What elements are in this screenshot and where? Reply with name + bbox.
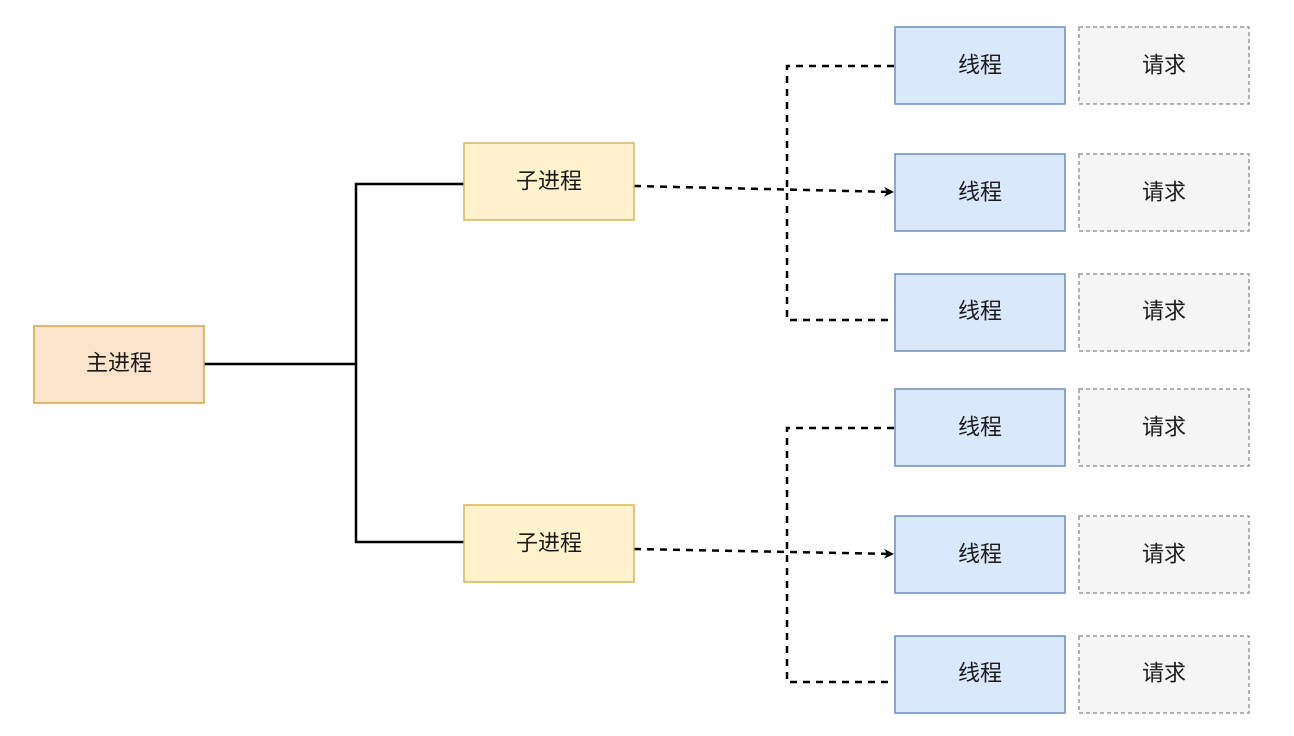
request-node-3: 请求 (1078, 273, 1250, 352)
child-process-label: 子进程 (516, 532, 582, 557)
thread-label: 线程 (958, 662, 1002, 687)
thread-node-4: 线程 (894, 388, 1066, 467)
child-process-node-1: 子进程 (463, 142, 635, 221)
thread-node-6: 线程 (894, 635, 1066, 714)
request-label: 请求 (1142, 181, 1186, 206)
thread-label: 线程 (958, 300, 1002, 325)
child2-to-thread-arrow (633, 547, 894, 559)
thread-node-5: 线程 (894, 515, 1066, 594)
thread-label: 线程 (958, 54, 1002, 79)
request-node-4: 请求 (1078, 388, 1250, 467)
thread-node-1: 线程 (894, 26, 1066, 105)
request-label: 请求 (1142, 543, 1186, 568)
request-label: 请求 (1142, 54, 1186, 79)
request-label: 请求 (1142, 416, 1186, 441)
child-process-node-2: 子进程 (463, 504, 635, 583)
thread-label: 线程 (958, 416, 1002, 441)
main-to-child-connector-2 (354, 364, 464, 544)
child-process-label: 子进程 (516, 170, 582, 195)
request-node-5: 请求 (1078, 515, 1250, 594)
group1-thread-bracket (785, 64, 894, 322)
request-label: 请求 (1142, 300, 1186, 325)
thread-label: 线程 (958, 543, 1002, 568)
thread-node-2: 线程 (894, 153, 1066, 232)
thread-label: 线程 (958, 181, 1002, 206)
main-process-label: 主进程 (86, 352, 152, 377)
child1-to-thread-arrow (633, 184, 894, 197)
group2-thread-bracket (785, 426, 894, 684)
request-node-2: 请求 (1078, 153, 1250, 232)
request-label: 请求 (1142, 662, 1186, 687)
thread-node-3: 线程 (894, 273, 1066, 352)
request-node-6: 请求 (1078, 635, 1250, 714)
main-to-child-connector-1 (204, 182, 464, 366)
main-process-node: 主进程 (33, 325, 205, 404)
request-node-1: 请求 (1078, 26, 1250, 105)
